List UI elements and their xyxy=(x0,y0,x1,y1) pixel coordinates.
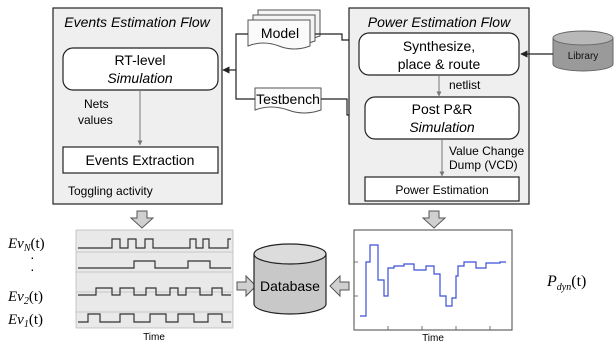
nets-values-line1: Nets xyxy=(84,97,109,111)
power-trace xyxy=(360,244,506,317)
power-flow-title: Power Estimation Flow xyxy=(368,14,511,30)
database-label: Database xyxy=(260,278,320,294)
events-time-label: Time xyxy=(143,332,165,343)
post-pnr-line2: Simulation xyxy=(409,119,475,135)
power-time-label: Time xyxy=(422,333,444,343)
events-signal-labels: EvN(t) · · Ev2(t) Ev1(t) xyxy=(7,236,45,330)
testbench-label: Testbench xyxy=(256,91,320,107)
database-cylinder: Database xyxy=(253,243,327,315)
events-extraction-box xyxy=(62,146,219,174)
events-estimation-panel: Events Estimation Flow RT-level Simulati… xyxy=(52,7,223,205)
rtl-simulation-line2: Simulation xyxy=(107,70,173,86)
signal-ev-1 xyxy=(78,313,231,323)
library-label: Library xyxy=(568,51,599,62)
nets-values-line2: values xyxy=(78,113,113,127)
post-pnr-line1: Post P&R xyxy=(412,101,473,117)
signal-ev-n xyxy=(78,238,231,249)
rtl-simulation-line1: RT-level xyxy=(114,52,165,68)
signal-label-ev-2: Ev2(t) xyxy=(7,289,43,307)
events-extraction-label: Events Extraction xyxy=(86,152,195,168)
power-waveform-chart: Time xyxy=(353,229,513,344)
events-waveform-chart: Time xyxy=(75,229,234,343)
signal-ev-n-1 xyxy=(78,260,231,269)
toggling-activity-label: Toggling activity xyxy=(68,184,153,198)
vcd-line1: Value Change xyxy=(449,144,524,158)
ellipsis-dot-1: · xyxy=(30,249,35,265)
synthesize-line1: Synthesize, xyxy=(403,38,475,54)
synthesize-line2: place & route xyxy=(398,56,481,72)
power-y-label: Pdyn(t) xyxy=(546,273,586,293)
signal-ev-2 xyxy=(78,287,231,296)
model-label: Model xyxy=(261,25,299,41)
model-doc-stack: Model xyxy=(247,9,321,50)
signal-label-ev-n: EvN(t) xyxy=(7,236,45,254)
ellipsis-dot-2: · xyxy=(30,261,35,277)
signal-label-ev-1: Ev1(t) xyxy=(7,312,43,330)
power-estimation-label: Power Estimation xyxy=(395,183,488,197)
block-arrows xyxy=(129,210,447,298)
power-estimation-panel: Power Estimation Flow Synthesize, place … xyxy=(348,7,530,205)
library-cylinder: Library xyxy=(520,30,614,72)
testbench-doc: Testbench xyxy=(254,87,322,114)
events-flow-title: Events Estimation Flow xyxy=(64,14,210,30)
power-estimation-box xyxy=(364,176,520,202)
netlist-label: netlist xyxy=(449,78,481,92)
vcd-line2: Dump (VCD) xyxy=(449,158,518,172)
